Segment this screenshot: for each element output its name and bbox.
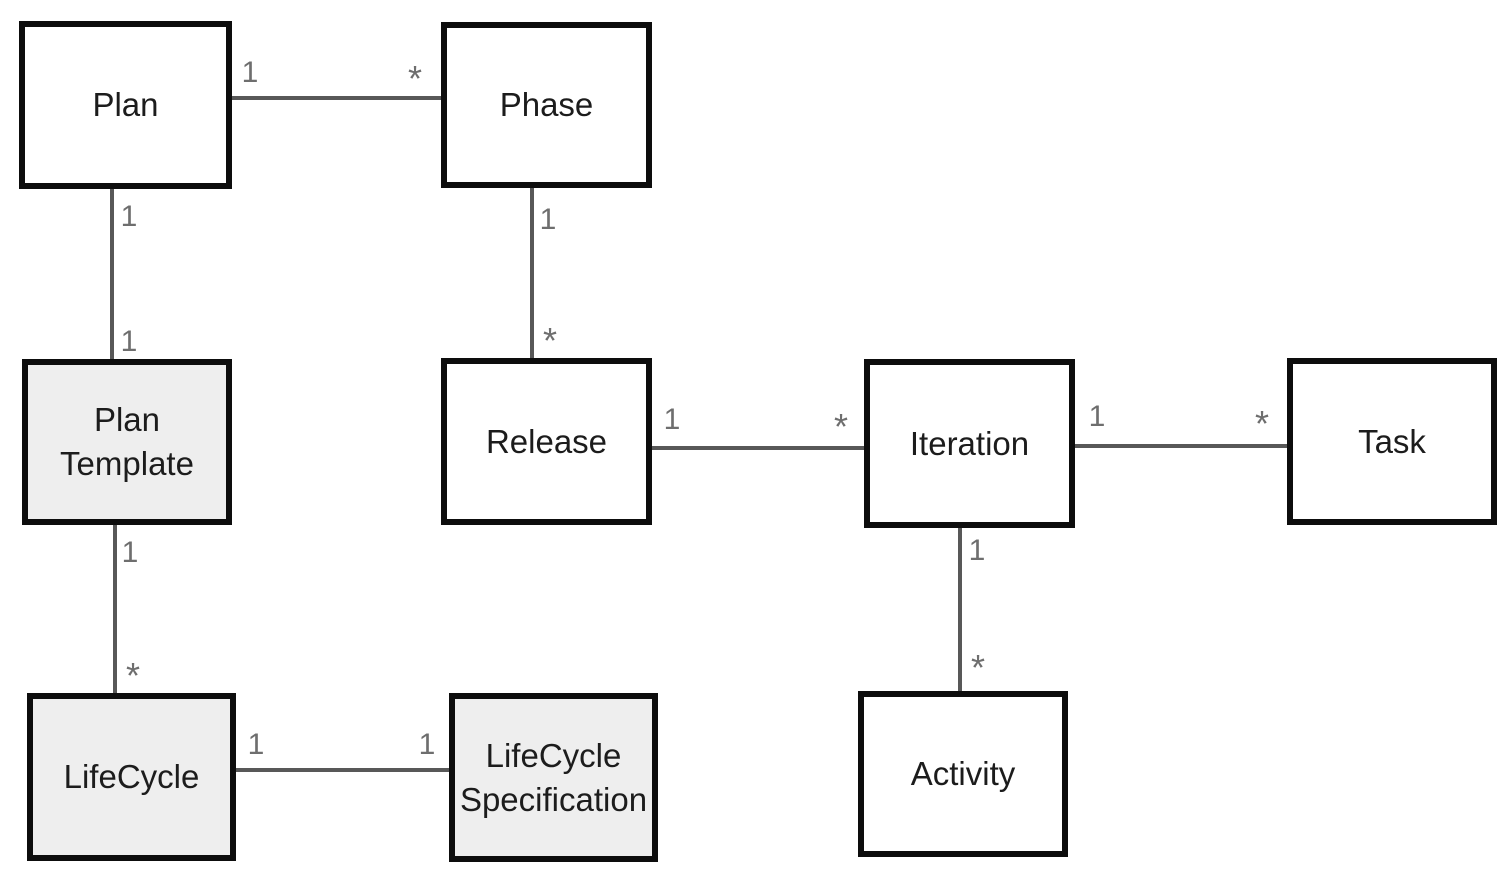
multiplicity-plan-phase-to: * <box>407 58 423 100</box>
multiplicity-lifecycle-lifecyclespecification-from: 1 <box>247 727 265 761</box>
multiplicity-iteration-task-from: 1 <box>1088 399 1106 433</box>
association-line-plan-plantemplate <box>110 189 114 359</box>
entity-label-activity: Activity <box>910 755 1016 792</box>
multiplicity-iteration-activity-to: * <box>970 647 986 689</box>
multiplicity-plantemplate-lifecycle-to: * <box>125 655 141 697</box>
multiplicity-plan-plantemplate-to: 1 <box>120 324 138 358</box>
association-line-lifecycle-lifecyclespecification <box>236 768 449 772</box>
entity-label-lifecycle: LifeCycle <box>63 758 200 795</box>
multiplicity-release-iteration-from: 1 <box>663 402 681 436</box>
entity-box-task: Task <box>1287 358 1497 525</box>
association-line-iteration-task <box>1075 444 1287 448</box>
multiplicity-iteration-activity-from: 1 <box>968 533 986 567</box>
multiplicity-plan-plantemplate-from: 1 <box>120 199 138 233</box>
association-line-release-iteration <box>652 446 864 450</box>
entity-label-release: Release <box>485 422 608 460</box>
multiplicity-iteration-task-to: * <box>1254 403 1270 445</box>
entity-label-task: Task <box>1358 422 1426 460</box>
association-line-iteration-activity <box>958 528 962 691</box>
association-line-phase-release <box>530 188 534 358</box>
entity-label-phase: Phase <box>499 86 594 123</box>
multiplicity-plan-phase-from: 1 <box>241 55 259 89</box>
entity-box-lifecycle: LifeCycle <box>27 693 236 861</box>
multiplicity-lifecycle-lifecyclespecification-to: 1 <box>418 727 436 761</box>
entity-label-iteration: Iteration <box>909 424 1030 462</box>
entity-box-phase: Phase <box>441 22 652 188</box>
entity-box-release: Release <box>441 358 652 525</box>
association-line-plan-phase <box>232 96 441 100</box>
entity-box-iteration: Iteration <box>864 359 1075 528</box>
entity-box-plan: Plan <box>19 21 232 189</box>
entity-label-plan: Plan <box>92 86 159 123</box>
entity-box-activity: Activity <box>858 691 1068 857</box>
multiplicity-plantemplate-lifecycle-from: 1 <box>121 535 139 569</box>
multiplicity-release-iteration-to: * <box>833 406 849 448</box>
multiplicity-phase-release-from: 1 <box>539 202 557 236</box>
multiplicity-phase-release-to: * <box>542 320 558 362</box>
association-line-plantemplate-lifecycle <box>113 525 117 693</box>
